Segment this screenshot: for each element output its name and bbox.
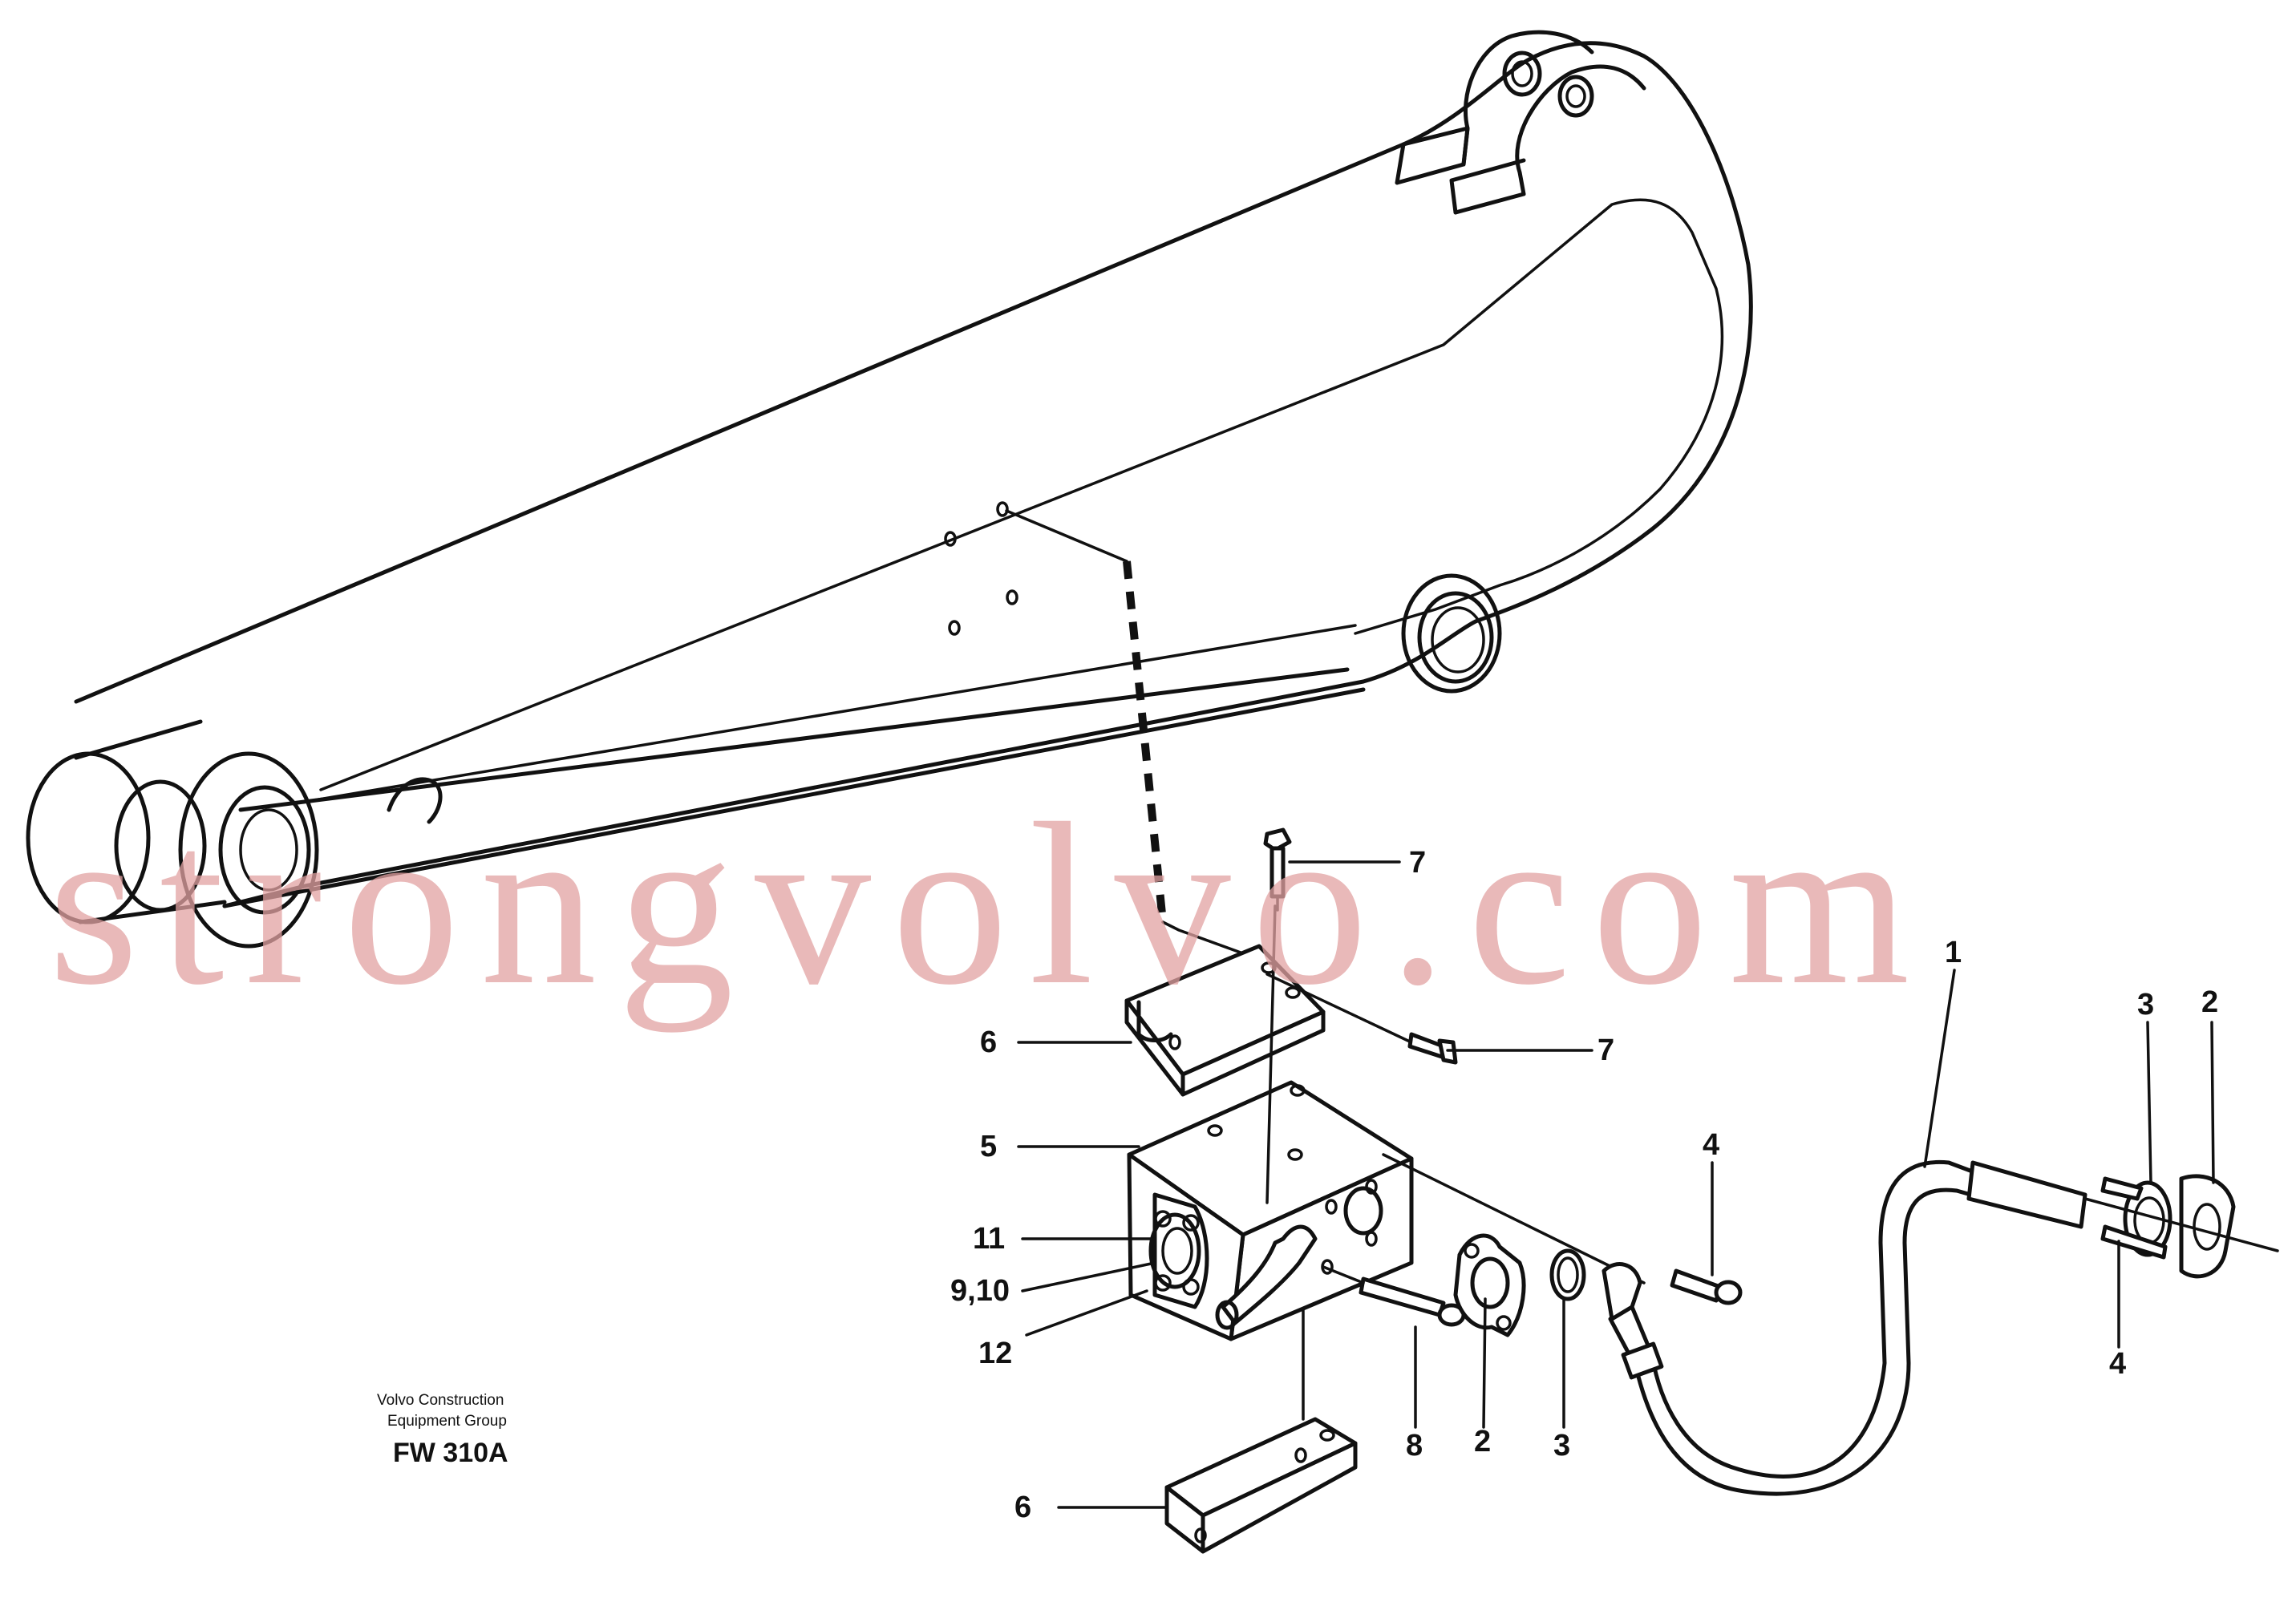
callout-7-upper: 7: [1409, 846, 1426, 880]
callout-numbers: 7 7 6 5 11 9,10 12 6 8 2 3 4 1 3 2 4: [950, 846, 2218, 1524]
bolt-diagonal-4: [1382, 1153, 1743, 1305]
callout-4-center: 4: [1703, 1128, 1719, 1162]
callout-3-right: 3: [2137, 988, 2154, 1022]
split-flange: [1453, 1233, 1526, 1337]
callout-6-lower: 6: [1014, 1491, 1031, 1524]
callout-9-10: 9,10: [950, 1274, 1010, 1308]
callout-12: 12: [978, 1337, 1012, 1370]
lower-bracket: [1164, 1305, 1358, 1554]
mounting-leader: [1005, 509, 1269, 964]
callout-2-lower: 2: [1474, 1425, 1491, 1458]
callout-leaders: [1017, 860, 2215, 1509]
callout-1: 1: [1945, 936, 1962, 969]
bolt-diagonal-8: [1322, 1265, 1466, 1327]
hydraulic-hose: [1602, 1159, 2087, 1496]
watermark: strongvolvo.com: [48, 775, 1930, 1033]
valve-block: [1127, 1080, 1414, 1341]
figure-code: FW 310A: [393, 1438, 508, 1468]
publisher-caption: Volvo Construction Equipment Group FW 31…: [377, 1392, 508, 1468]
callout-6-upper: 6: [980, 1026, 997, 1059]
o-ring: [1549, 1248, 1586, 1301]
callout-11: 11: [973, 1222, 1005, 1256]
bolt-vertical: [1263, 827, 1292, 1204]
callout-3-lower: 3: [1553, 1429, 1570, 1462]
callout-8: 8: [1406, 1429, 1423, 1462]
caption-line-1: Volvo Construction: [377, 1392, 504, 1409]
callout-4-right: 4: [2109, 1347, 2126, 1381]
boom-arm: [26, 30, 1753, 949]
callout-7-lower: 7: [1597, 1034, 1614, 1067]
callout-2-right: 2: [2201, 985, 2218, 1019]
right-flange-assembly: [2083, 1174, 2279, 1279]
caption-line-2: Equipment Group: [387, 1413, 507, 1430]
callout-5: 5: [980, 1130, 997, 1163]
